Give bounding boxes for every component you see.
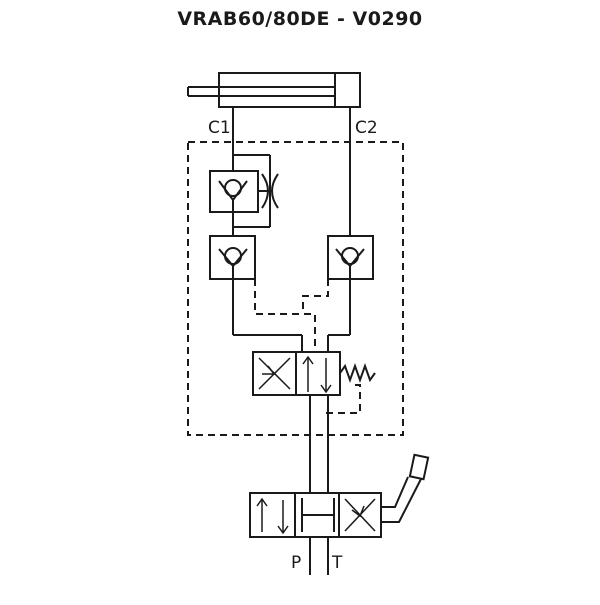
c1-line (232, 107, 303, 352)
valve-block-boundary (187, 141, 404, 436)
supply-lines (309, 395, 329, 575)
diagram-title: VRAB60/80DE - V0290 (177, 8, 423, 30)
manual-directional-valve (249, 453, 430, 538)
cylinder-barrel (218, 72, 361, 108)
port-label-c2: C2 (355, 118, 378, 138)
throttle-check-valve (209, 154, 279, 228)
pilot-check-valve-c1 (209, 235, 256, 280)
port-label-t: T (331, 553, 343, 573)
pilot-lines (254, 279, 361, 414)
pilot-check-valve-c2 (327, 235, 374, 280)
directional-valve-inner (252, 351, 376, 396)
hydraulic-cylinder (187, 72, 361, 108)
port-label-c1: C1 (208, 118, 231, 138)
port-label-p: P (291, 553, 301, 573)
lever-handle (408, 453, 430, 481)
c2-line (327, 107, 351, 352)
